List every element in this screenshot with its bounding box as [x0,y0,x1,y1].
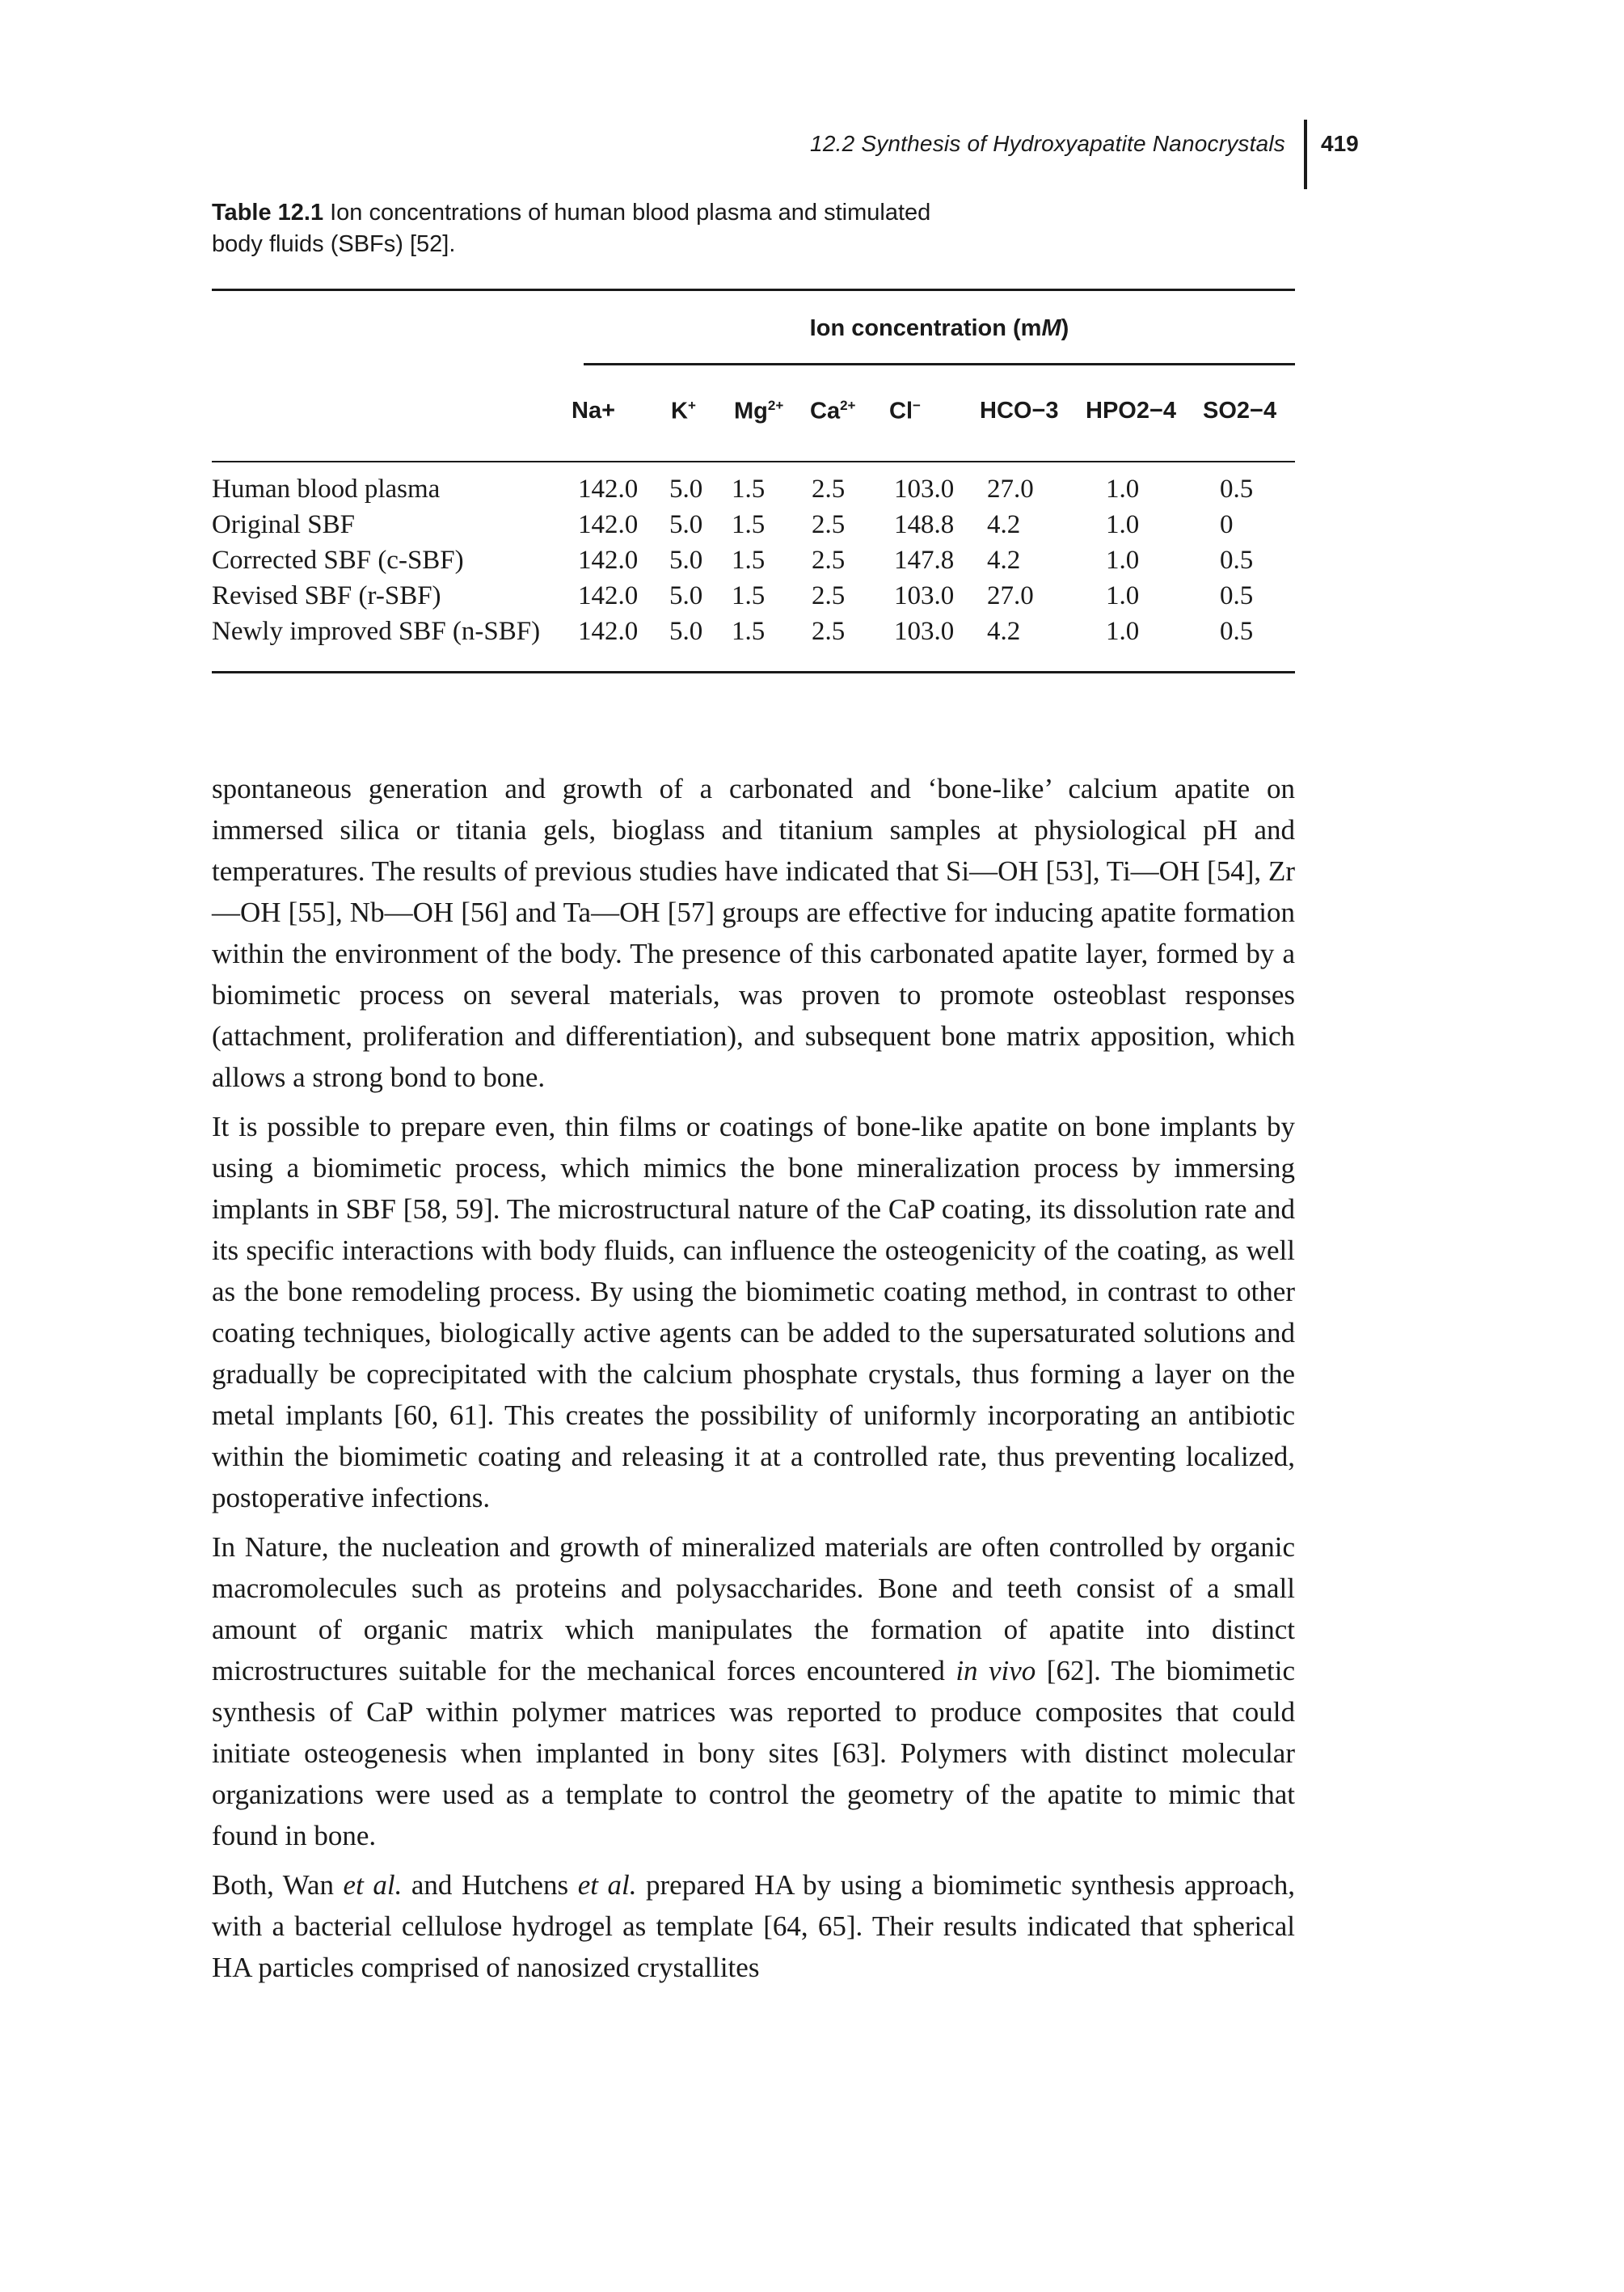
column-header: SO2−4 [1203,398,1277,424]
group-header-rule [584,363,1295,365]
table-cell: 4.2 [987,617,1021,646]
column-header: Cl− [889,398,921,424]
paragraph-3: In Nature, the nucleation and growth of … [212,1531,1295,1851]
table-cell: 147.8 [894,546,955,575]
group-header: Ion concentration (mM) [809,315,1069,341]
table-cell: 142.0 [578,617,639,646]
row-label: Newly improved SBF (n-SBF) [212,617,541,646]
table-row: Newly improved SBF (n-SBF) 142.0 5.0 1.5 2.5… [212,617,1295,652]
paragraph-4: Both, Wan et al. and Hutchens et al. pre… [212,1869,1296,1983]
row-label: Corrected SBF (c-SBF) [212,546,464,575]
column-header: HPO2−4 [1086,398,1177,424]
table-cell: 1.5 [732,581,766,610]
table-cell: 1.0 [1106,546,1140,575]
table-cell: 0.5 [1220,617,1254,646]
table-caption-text: Ion concentrations of human blood plasma… [212,200,931,257]
column-header: Ca2+ [810,398,856,424]
table-cell: 0.5 [1220,546,1254,575]
table-top-rule [212,289,1295,291]
table-cell: 4.2 [987,510,1021,539]
table-cell: 148.8 [894,510,955,539]
table-cell: 142.0 [578,475,639,504]
table-cell: 103.0 [894,581,955,610]
table-row: Corrected SBF (c-SBF) 142.0 5.0 1.5 2.5 147.8… [212,546,1295,581]
paragraph-2: It is possible to prepare even, thin fil… [212,1111,1295,1513]
row-label: Human blood plasma [212,475,441,504]
table-cell: 5.0 [669,546,703,575]
table-cell: 2.5 [812,475,846,504]
row-label: Revised SBF (r-SBF) [212,581,441,610]
table-cell: 1.5 [732,617,766,646]
table-cell: 1.0 [1106,475,1140,504]
table-cell: 103.0 [894,475,955,504]
table-cell: 103.0 [894,617,955,646]
table-row: Revised SBF (r-SBF) 142.0 5.0 1.5 2.5 103.0 27… [212,581,1295,617]
column-header: Mg2+ [734,398,784,424]
table-cell: 0 [1220,510,1234,539]
column-header: K+ [671,398,696,424]
table-cell: 0.5 [1220,581,1254,610]
table-cell: 2.5 [812,546,846,575]
table-cell: 5.0 [669,510,703,539]
table-cell: 5.0 [669,581,703,610]
table-cell: 142.0 [578,510,639,539]
running-head: 12.2 Synthesis of Hydroxyapatite Nanocry… [810,131,1285,156]
table-cell: 1.5 [732,475,766,504]
table-cell: 2.5 [812,581,846,610]
table-cell: 27.0 [987,581,1034,610]
table-row: Human blood plasma 142.0 5.0 1.5 2.5 103.0 27.… [212,475,1295,510]
table-mid-rule [212,461,1295,462]
table-cell: 1.5 [732,546,766,575]
body-text: spontaneous generation and growth of a c… [212,768,1295,1996]
row-label: Original SBF [212,510,355,539]
table-body: Human blood plasma 142.0 5.0 1.5 2.5 103.0 27.… [212,475,1295,652]
table-cell: 5.0 [669,617,703,646]
table-cell: 0.5 [1220,475,1254,504]
running-head-rule [1304,120,1307,189]
table-cell: 1.0 [1106,581,1140,610]
table-cell: 1.0 [1106,510,1140,539]
table-cell: 27.0 [987,475,1034,504]
table-cell: 1.5 [732,510,766,539]
table-cell: 4.2 [987,546,1021,575]
table-cell: 142.0 [578,581,639,610]
table-bottom-rule [212,671,1295,673]
table-cell: 1.0 [1106,617,1140,646]
table-row: Original SBF 142.0 5.0 1.5 2.5 148.8 4.2 1.0 0 [212,510,1295,546]
table-label: Table 12.1 [212,200,324,226]
page-number: 419 [1321,131,1359,156]
column-header: HCO−3 [980,398,1059,424]
table-cell: 2.5 [812,617,846,646]
column-header: Na+ [572,398,616,424]
table-cell: 5.0 [669,475,703,504]
table-cell: 142.0 [578,546,639,575]
paragraph-1: spontaneous generation and growth of a c… [212,773,1295,1093]
table-cell: 2.5 [812,510,846,539]
